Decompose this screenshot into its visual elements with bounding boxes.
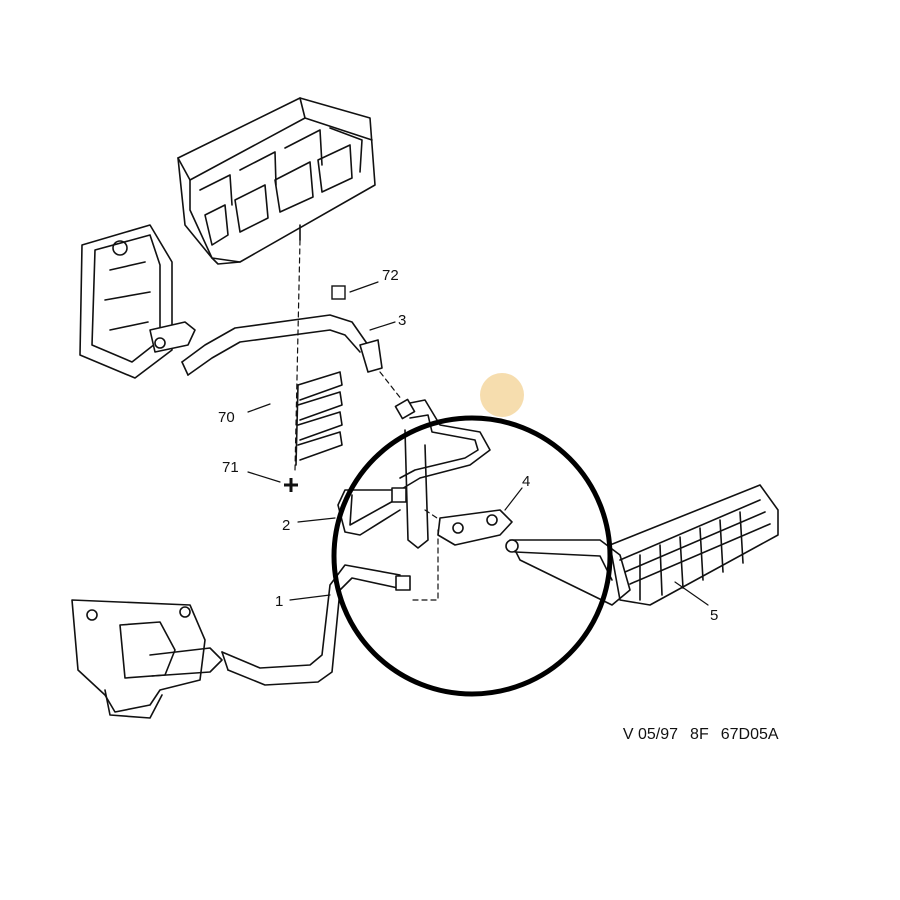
callout-2: 2 [282, 517, 290, 534]
gasket-plate-4 [437, 509, 513, 546]
drawing-reference: V 05/97 8F 67D05A [614, 708, 779, 744]
highlight-dot [480, 373, 524, 417]
callout-70: 70 [218, 409, 235, 426]
cylinder-head-cover [177, 97, 376, 265]
callout-71: 71 [222, 459, 239, 476]
callout-1: 1 [275, 593, 283, 610]
leader-lines [247, 281, 709, 606]
square-marker-72 [331, 285, 346, 300]
fixing-lines [294, 239, 441, 601]
thermostat-housing [71, 599, 223, 719]
hose-3 [181, 314, 383, 376]
callout-5: 5 [710, 607, 718, 624]
callout-72: 72 [382, 267, 399, 284]
callout-4: 4 [522, 473, 530, 490]
water-pump-housing [79, 224, 196, 379]
hose-1 [221, 564, 411, 686]
cross-marker-71 [284, 478, 298, 492]
callout-3: 3 [398, 312, 406, 329]
drawing-version: V 05/97 [622, 726, 679, 743]
hose-2 [337, 398, 491, 549]
drawing-code: 67D05A [720, 726, 779, 743]
highlight-circle [331, 415, 613, 697]
drawing-code-prefix: 8F [690, 726, 709, 743]
heater-core-5 [505, 484, 779, 606]
hose-clip-70 [295, 371, 343, 466]
